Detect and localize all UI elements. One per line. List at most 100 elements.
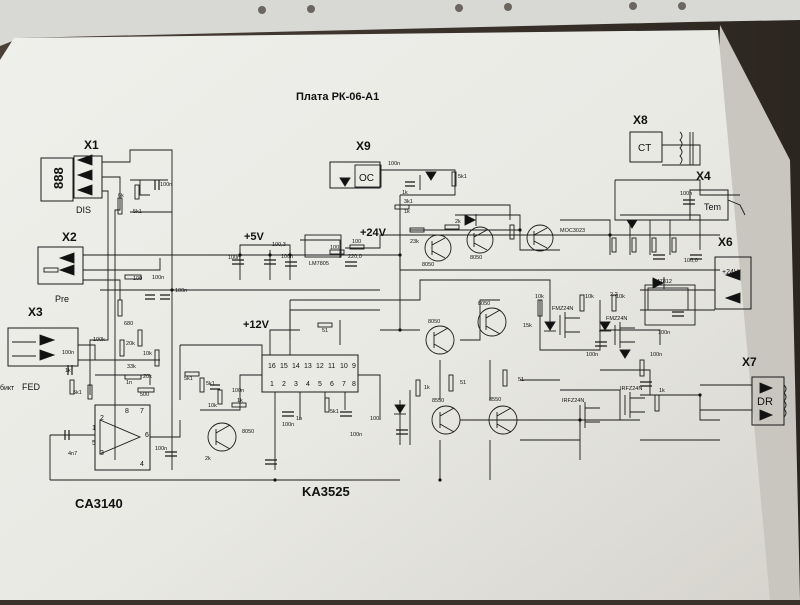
val-r-5k1-d: 5k1 <box>330 409 339 415</box>
val-r-20k-b: 20k <box>143 374 152 380</box>
val-r-100-x2: 100 <box>133 276 142 282</box>
connector-x2-label: X2 <box>62 230 77 244</box>
paper-sheet <box>0 30 770 600</box>
val-c-100n-g: 100n <box>650 352 662 358</box>
val-r-1k-e: 1k <box>659 388 665 394</box>
q-8050-a-label: 8050 <box>428 319 440 325</box>
val-r-100-c: 100 <box>370 416 379 422</box>
val-r-100-b: 100 <box>352 239 361 245</box>
val-c-100n-c: 100n <box>282 422 294 428</box>
val-r-51-a: 51 <box>322 328 328 334</box>
opamp-pin-1: 1 <box>92 425 96 432</box>
val-r-5k1-x9: 5k1 <box>458 174 467 180</box>
val-r-680: 680 <box>124 321 133 327</box>
ka3525-pin-11: 11 <box>328 363 335 370</box>
ka3525-pin-15: 15 <box>280 363 288 370</box>
sheet-protector-top <box>0 0 800 46</box>
ka3525-pin-1: 1 <box>270 381 274 388</box>
binder-holes <box>258 2 686 14</box>
connector-x3-sublabel: FED <box>22 382 41 392</box>
val-r-1k-fed: 1k <box>65 368 71 374</box>
ka3525-pin-14: 14 <box>292 363 300 370</box>
fet-small-1-label: FMZ24N <box>552 306 573 312</box>
opamp-pin-2: 2 <box>100 415 104 422</box>
q-8050-d-label: 8050 <box>470 255 482 261</box>
val-r-5k1-a: 5k1 <box>133 209 142 215</box>
val-r-10k-e: 10k <box>616 294 625 300</box>
ka3525-pins: 16 15 14 13 12 11 10 9 1 2 3 4 5 6 7 8 <box>268 363 356 388</box>
connector-x2-sublabel: Pre <box>55 294 69 304</box>
val-c-500: 500 <box>140 392 149 398</box>
rail-plus24v-label: +24V <box>360 227 387 239</box>
ka3525-pin-4: 4 <box>306 381 310 388</box>
val-c-100n-e: 100n <box>658 330 670 336</box>
val-r-5k1-c: 5k1 <box>206 381 215 387</box>
val-r-10k-c: 10k <box>535 294 544 300</box>
connector-x6-label: X6 <box>718 235 733 249</box>
val-c-4n7: 4n7 <box>68 451 77 457</box>
val-c-100n-x4: 100n <box>680 191 692 197</box>
val-r-51-c: 51 <box>518 377 524 383</box>
val-c-100n-op: 100n <box>155 446 167 452</box>
opamp-pin-8: 8 <box>125 408 129 415</box>
opamp-pin-6: 6 <box>145 432 149 439</box>
rail-plus5v-label: +5V <box>244 231 265 243</box>
connector-x6-sublabel: +24V <box>722 269 739 276</box>
fet-big-1-label: IRFZ24N <box>562 398 584 404</box>
val-r-10k-a: 10k <box>143 351 152 357</box>
val-c-100n-fed: 100n <box>62 350 74 356</box>
val-c-100n-rail: 100n <box>228 255 240 261</box>
moc-label: MOC3023 <box>560 228 585 234</box>
connector-x1-label: X1 <box>84 138 99 152</box>
q-8050-b-label: 8050 <box>478 301 490 307</box>
lm7805-label: LM7805 <box>309 261 329 267</box>
val-r-10k-b: 10k <box>208 403 217 409</box>
ic-ka3525-label: KA3525 <box>302 484 350 499</box>
val-r-51-b: 51 <box>460 380 466 386</box>
q-8050-low-label: 8050 <box>242 429 254 435</box>
ka3525-pin-3: 3 <box>294 381 298 388</box>
opamp-pin-7: 7 <box>140 408 144 415</box>
fet-big-2-label: IRFZ24N <box>620 386 642 392</box>
document-title: Плата РК-06-А1 <box>296 91 379 103</box>
q-8550-b-label: 8550 <box>489 397 501 403</box>
val-c-100n-x2b: 100n <box>175 288 187 294</box>
x3-side-text: бикт <box>0 384 15 392</box>
components <box>12 131 787 482</box>
rail-plus12v-label: +12V <box>243 319 270 331</box>
connector-x8-label: X8 <box>633 113 648 127</box>
lm7812-label: LM7812 <box>652 279 672 285</box>
val-r-1k-d: 1k <box>424 385 430 391</box>
val-r-2k2: 2,2 <box>610 292 618 298</box>
connector-x9-label: X9 <box>356 139 371 153</box>
opamp-pin-3: 3 <box>100 450 104 457</box>
val-r-20k: 20k <box>126 341 135 347</box>
ka3525-pin-2: 2 <box>282 381 286 388</box>
val-c-100-0: 100,0 <box>684 258 698 264</box>
val-r-23k: 23k <box>410 239 419 245</box>
ic-ca3140-label: CA3140 <box>75 496 123 511</box>
wiring <box>7 131 785 481</box>
connector-x3-label: X3 <box>28 305 43 319</box>
val-c-100n-d: 100n <box>350 432 362 438</box>
val-r-33k: 33k <box>127 364 136 370</box>
val-r-1k-x9: 1k <box>404 209 410 215</box>
ka3525-pin-10: 10 <box>340 363 348 370</box>
val-r-2k-b: 2k <box>205 456 211 462</box>
val-r-100k: 100k <box>93 337 105 343</box>
val-r-15k: 15k <box>523 323 532 329</box>
val-r-1k-c: 1k <box>237 398 243 404</box>
connector-x4-label: X4 <box>696 169 711 183</box>
q-8050-c-label: 8050 <box>422 262 434 268</box>
val-c-100n-x1: 100n <box>160 182 172 188</box>
component-part-labels: LM7805 LM7812 MOC3023 FMZ24N FMZ24N IRFZ… <box>242 228 672 435</box>
val-r-5k1-fed: 5k1 <box>73 390 82 396</box>
val-r-1k-top: 1k <box>402 190 408 196</box>
connector-x8-sublabel: CT <box>638 143 651 154</box>
ka3525-pin-6: 6 <box>330 381 334 388</box>
opamp-pin-4: 4 <box>140 461 144 468</box>
val-c-220: 220,0 <box>348 254 362 260</box>
connector-x9-sublabel: OC <box>359 173 374 184</box>
connector-x7-label: X7 <box>742 355 757 369</box>
